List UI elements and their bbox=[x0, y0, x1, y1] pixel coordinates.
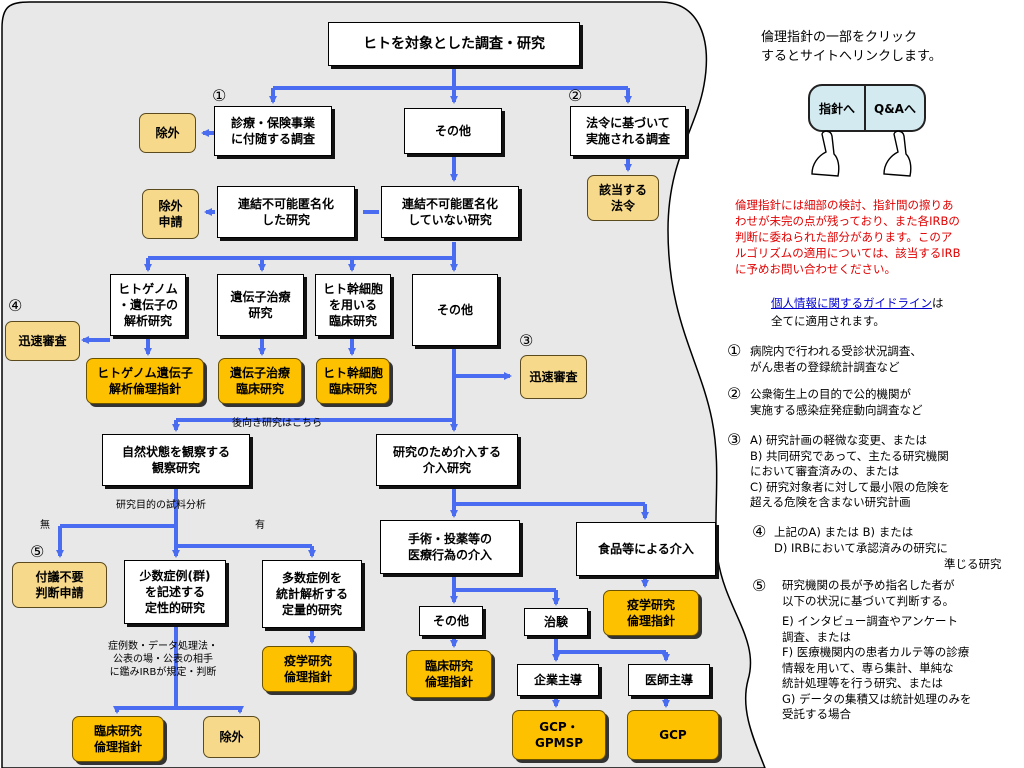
applicable-law-box[interactable]: 該当する 法令 bbox=[587, 175, 659, 221]
clinical-guideline-left-box[interactable]: 臨床研究 倫理指針 bbox=[72, 716, 164, 762]
privacy-guideline-note: 個人情報に関するガイドラインは bbox=[771, 296, 944, 312]
anonymized-study-box[interactable]: 連結不可能匿名化 した研究 bbox=[217, 186, 355, 238]
marker-1: ① bbox=[212, 86, 227, 105]
note-5-text: 研究機関の長が予め指名した者が 以下の状況に基づいて判断する。 bbox=[782, 578, 955, 608]
not-anonymized-study-box[interactable]: 連結不可能匿名化 していない研究 bbox=[381, 186, 519, 238]
qa-link-button[interactable]: Q&Aへ bbox=[866, 84, 926, 132]
other-top-box[interactable]: その他 bbox=[404, 108, 502, 154]
legal-survey-box[interactable]: 法令に基づいて 実施される調査 bbox=[570, 106, 686, 156]
note-1-marker: ① bbox=[727, 341, 742, 360]
marker-5: ⑤ bbox=[30, 542, 45, 561]
other-mid-box[interactable]: その他 bbox=[412, 274, 498, 346]
irb-note: 症例数・データ処理法・ 公表の場・公表の相手 に鑑みIRBが規定・判断 bbox=[108, 641, 218, 678]
tapping-hands-icon bbox=[811, 130, 912, 177]
privacy-suffix: は bbox=[932, 296, 944, 310]
gene-therapy-study-box[interactable]: 遺伝子治療 研究 bbox=[217, 274, 304, 336]
note-5-marker: ⑤ bbox=[752, 576, 767, 595]
other-bottom-box[interactable]: その他 bbox=[419, 606, 483, 636]
privacy-applies-text: 全てに適用されます。 bbox=[771, 314, 885, 328]
marker-3: ③ bbox=[519, 331, 534, 350]
gcp-box[interactable]: GCP bbox=[627, 710, 719, 760]
medical-survey-box[interactable]: 診療・保険事業 に付随する調査 bbox=[214, 106, 332, 156]
marker-2: ② bbox=[568, 86, 583, 105]
food-intervention-box[interactable]: 食品等による介入 bbox=[576, 522, 716, 576]
privacy-guideline-link[interactable]: 個人情報に関するガイドライン bbox=[771, 296, 932, 310]
physician-led-box[interactable]: 医師主導 bbox=[628, 664, 710, 696]
gene-therapy-guideline-box[interactable]: 遺伝子治療 臨床研究 bbox=[218, 358, 302, 404]
epi-guideline-right-box[interactable]: 疫学研究 倫理指針 bbox=[603, 590, 699, 636]
interventional-study-box[interactable]: 研究のため介入する 介入研究 bbox=[376, 434, 518, 486]
company-led-box[interactable]: 企業主導 bbox=[517, 664, 599, 696]
gcp-gpmsp-box[interactable]: GCP・ GPMSP bbox=[512, 710, 606, 760]
clinical-guideline-right-box[interactable]: 臨床研究 倫理指針 bbox=[406, 650, 492, 698]
no-review-request-box[interactable]: 付議不要 判断申請 bbox=[12, 562, 107, 608]
rapid-review-left-box[interactable]: 迅速審査 bbox=[5, 321, 80, 361]
surgery-intervention-box[interactable]: 手術・投薬等の 医療行為の介入 bbox=[380, 520, 520, 574]
clinical-trial-box[interactable]: 治験 bbox=[524, 608, 588, 636]
guideline-link-button[interactable]: 指針へ bbox=[808, 84, 866, 132]
rapid-review-right-box[interactable]: 迅速審査 bbox=[520, 355, 587, 399]
observational-study-box[interactable]: 自然状態を観察する 観察研究 bbox=[102, 434, 250, 486]
click-instruction-text: 倫理指針の一部をクリック するとサイトへリンクします。 bbox=[761, 30, 942, 64]
no-label: 無 bbox=[40, 520, 50, 531]
note-2-marker: ② bbox=[727, 384, 742, 403]
exclude-box[interactable]: 除外 bbox=[139, 113, 196, 153]
note-4-tail: 準じる研究 bbox=[944, 557, 1002, 571]
note-1-text: 病院内で行われる受診状況調査、 がん患者の登録統計調査など bbox=[750, 344, 922, 374]
marker-4: ④ bbox=[8, 296, 23, 315]
epi-guideline-left-box[interactable]: 疫学研究 倫理指針 bbox=[262, 646, 354, 692]
note-3-text: A) 研究計画の軽微な変更、または B) 共同研究であって、主たる研究機関 にお… bbox=[750, 433, 950, 509]
warning-text: 倫理指針には細部の検討、指針間の擦りあ わせが未完の点が残っており、また各IRB… bbox=[735, 198, 961, 276]
sample-analysis-label: 研究目的の試料分析 bbox=[116, 500, 206, 511]
genome-study-box[interactable]: ヒトゲノム ・遺伝子の 解析研究 bbox=[110, 274, 186, 336]
stem-cell-guideline-box[interactable]: ヒト幹細胞 臨床研究 bbox=[316, 358, 390, 404]
human-research-top-box[interactable]: ヒトを対象とした調査・研究 bbox=[328, 22, 580, 66]
genome-guideline-box[interactable]: ヒトゲノム遺伝子 解析倫理指針 bbox=[86, 358, 204, 404]
yes-label: 有 bbox=[255, 520, 265, 531]
flow-arrows bbox=[56, 64, 670, 714]
quantitative-study-box[interactable]: 多数症例を 統計解析する 定量的研究 bbox=[262, 560, 362, 628]
exclude-bottom-box[interactable]: 除外 bbox=[203, 716, 260, 758]
stem-cell-study-box[interactable]: ヒト幹細胞 を用いる 臨床研究 bbox=[315, 274, 391, 336]
note-4-marker: ④ bbox=[752, 522, 767, 541]
qualitative-study-box[interactable]: 少数症例(群) を記述する 定性的研究 bbox=[124, 560, 226, 624]
note-2-text: 公衆衛生上の目的で公的機関が 実施する感染症発症動向調査など bbox=[750, 387, 923, 417]
note-4-text: 上記のA) または B) または D) IRBにおいて承認済みの研究に bbox=[774, 525, 948, 555]
note-5-items: E) インタビュー調査やアンケート 調査、または F) 医療機関内の患者カルテ等… bbox=[782, 614, 972, 721]
exclusion-request-box[interactable]: 除外 申請 bbox=[142, 189, 199, 239]
note-3-marker: ③ bbox=[727, 430, 742, 449]
link-buttons-widget: 指針へ Q&Aへ bbox=[808, 84, 926, 132]
retrospective-note[interactable]: 後向き研究はこちら bbox=[232, 418, 322, 429]
